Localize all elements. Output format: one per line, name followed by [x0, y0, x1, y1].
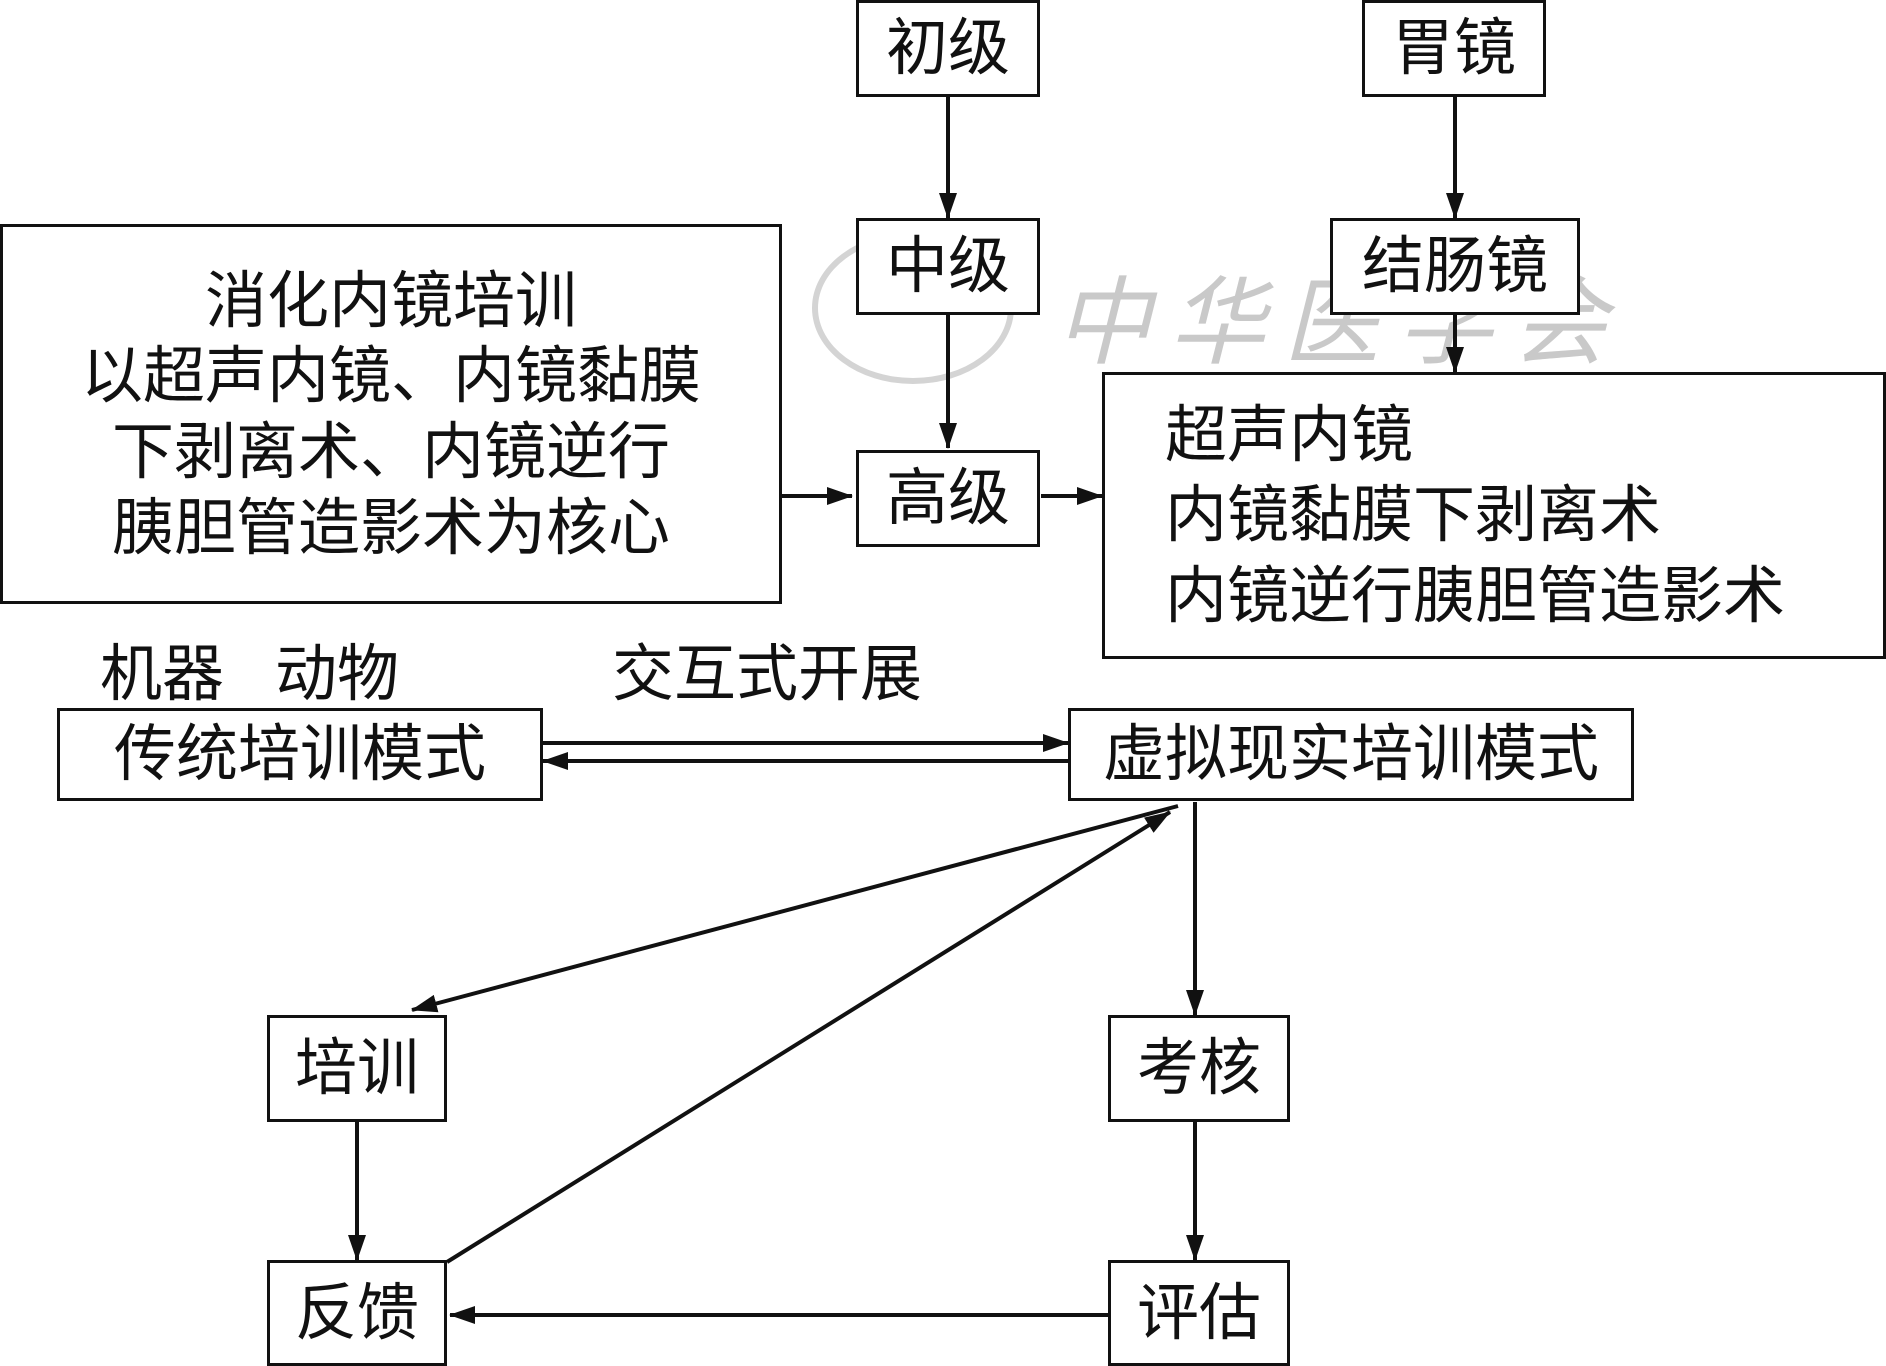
colonoscope-box: 结肠镜	[1330, 218, 1580, 315]
core-line-3: 下剥离术、内镜逆行	[111, 415, 670, 488]
virtual-mode-box: 虚拟现实培训模式	[1068, 708, 1634, 801]
level-intermediate-box: 中级	[856, 218, 1040, 315]
evaluation-box: 评估	[1108, 1260, 1290, 1366]
level-advanced-box: 高级	[856, 450, 1040, 547]
label-animal: 动物	[275, 637, 400, 710]
core-line-4: 胰胆管造影术为核心	[111, 490, 670, 564]
core-training-box: 消化内镜培训 以超声内镜、内镜黏膜 下剥离术、内镜逆行 胰胆管造影术为核心	[0, 224, 782, 604]
core-line-2: 以超声内镜、内镜黏膜	[80, 339, 701, 413]
gastroscope-box: 胃镜	[1362, 0, 1546, 97]
feedback-box: 反馈	[267, 1260, 447, 1366]
training-box: 培训	[267, 1015, 447, 1122]
label-machine: 机器	[100, 637, 225, 710]
advanced-line-1: 超声内镜	[1165, 397, 1414, 471]
label-interactive: 交互式开展	[612, 637, 923, 710]
arrow-virtual-to-training	[411, 804, 1179, 1013]
core-line-1: 消化内镜培训	[204, 263, 577, 337]
advanced-line-3: 内镜逆行胰胆管造影术	[1165, 558, 1786, 632]
traditional-mode-box: 传统培训模式	[57, 708, 543, 801]
arrow-feedback-to-virtual	[445, 810, 1172, 1264]
assessment-box: 考核	[1108, 1015, 1290, 1122]
advanced-line-2: 内镜黏膜下剥离术	[1165, 478, 1662, 552]
level-beginner-box: 初级	[856, 0, 1040, 97]
advanced-procedures-box: 超声内镜 内镜黏膜下剥离术 内镜逆行胰胆管造影术	[1102, 372, 1886, 659]
